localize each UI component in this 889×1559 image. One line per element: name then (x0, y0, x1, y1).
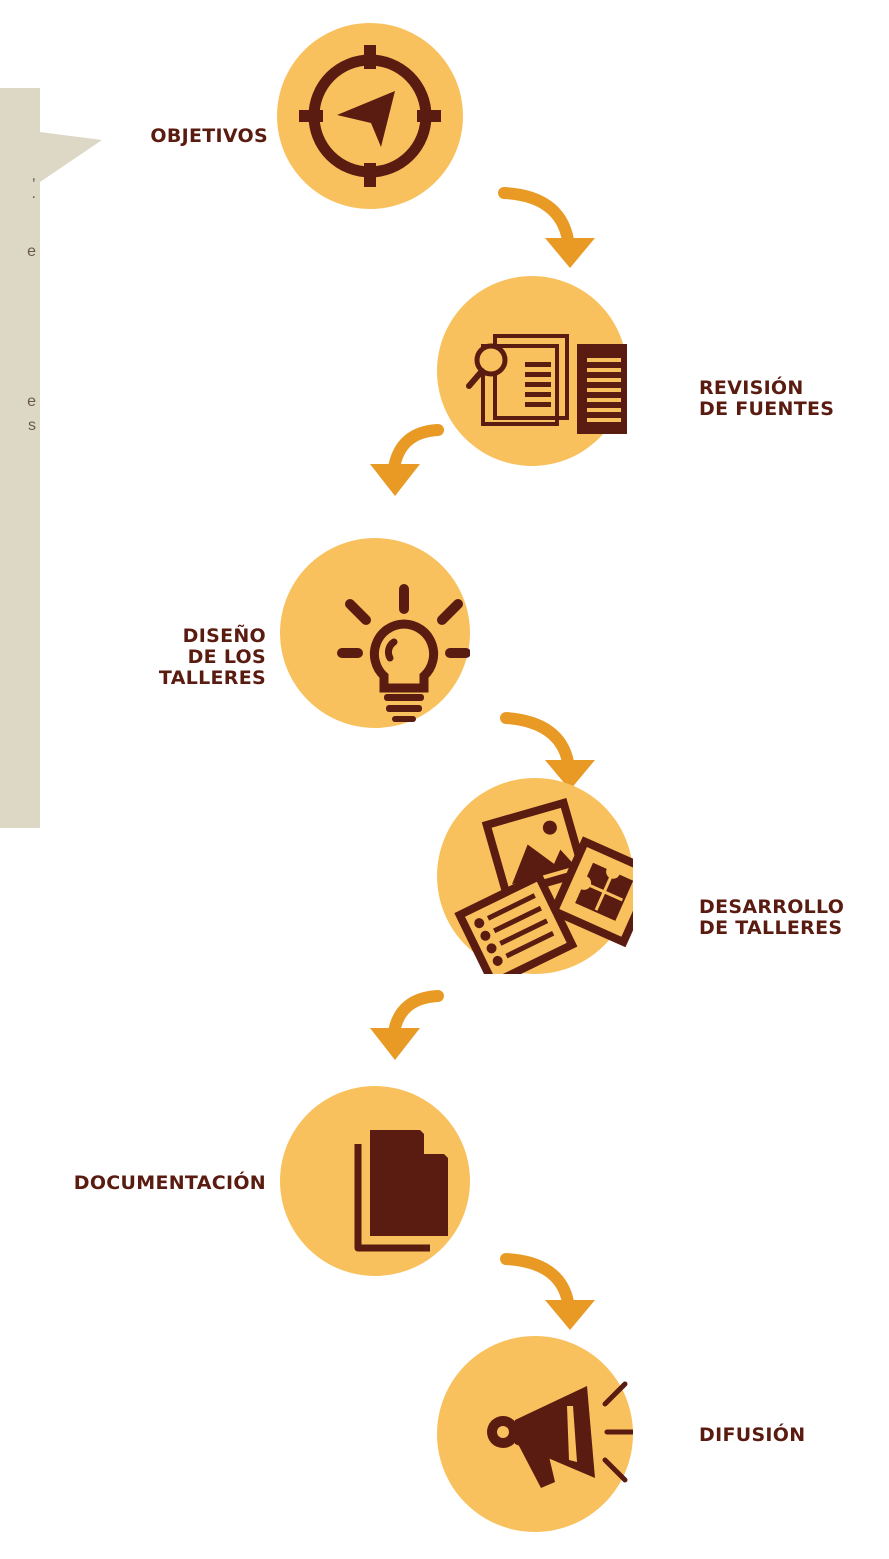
documents-icon (354, 1130, 448, 1252)
step-revision-label: REVISIÓN DE FUENTES (699, 377, 835, 420)
step-revision-circle (437, 276, 627, 466)
compass-icon (299, 45, 441, 187)
step-documentacion-label: DOCUMENTACIÓN (73, 1172, 266, 1194)
step-diseno-label: DISEÑO DE LOS TALLERES (158, 625, 266, 689)
panel-text-fragment: e (27, 393, 36, 410)
book-search-icon (466, 334, 627, 434)
side-note-panel: , . e e s (0, 88, 40, 828)
step-desarrollo-circle (437, 778, 633, 974)
panel-pointer (40, 132, 102, 182)
step-difusion-label: DIFUSIÓN (699, 1424, 806, 1446)
megaphone-icon (487, 1381, 633, 1488)
workshop-materials-icon (454, 797, 633, 974)
step-objetivos-label: OBJETIVOS (150, 125, 268, 147)
step-desarrollo-label: DESARROLLO DE TALLERES (699, 896, 845, 939)
panel-text-fragment: s (28, 417, 36, 434)
step-diseno-circle (280, 538, 470, 728)
panel-text-fragment: . (31, 185, 36, 202)
lightbulb-icon (337, 584, 470, 722)
step-difusion-circle (437, 1336, 633, 1532)
step-objetivos-circle (277, 23, 463, 209)
panel-text-fragment: , (31, 167, 36, 184)
step-documentacion-circle (280, 1086, 470, 1276)
panel-text-fragment: e (27, 243, 36, 260)
